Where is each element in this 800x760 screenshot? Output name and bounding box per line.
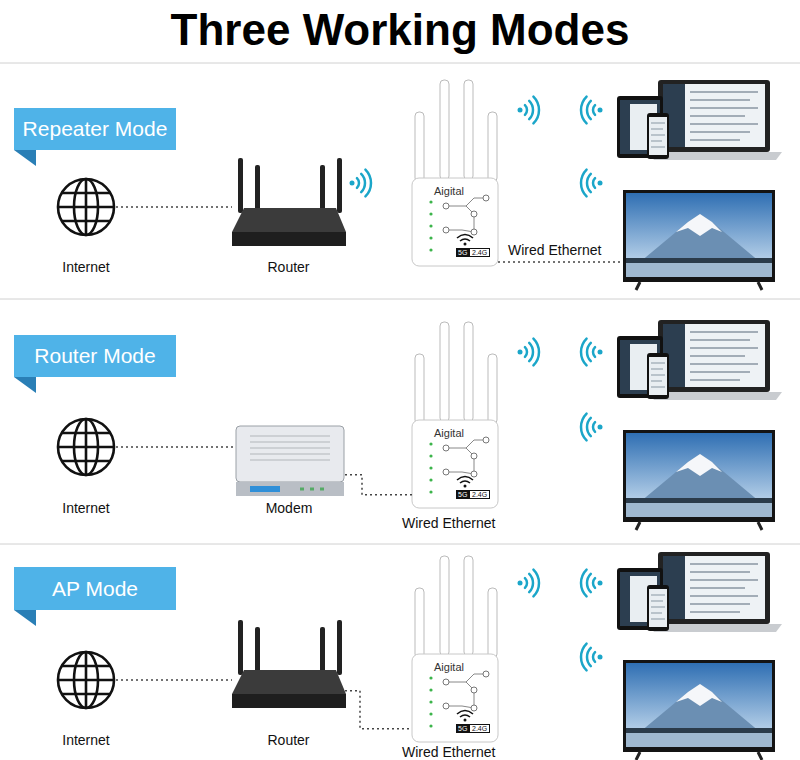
router-icon (232, 158, 346, 246)
connector-label: Wired Ethernet (402, 515, 495, 531)
wifi-signal (581, 170, 602, 197)
extender-device (412, 556, 498, 742)
mode-tag: Repeater Mode (14, 108, 176, 150)
node-label: Internet (62, 732, 109, 748)
extender-node: Aigital 5G2.4G (412, 420, 498, 508)
globe-icon (58, 652, 114, 708)
mode-tag: AP Mode (14, 567, 176, 610)
tv-screen (623, 190, 775, 290)
internet-node: Internet (56, 177, 116, 237)
tag-flap (14, 610, 36, 626)
tv-screen (623, 430, 775, 530)
internet-node: Internet (56, 650, 116, 710)
band-badge: 5G (456, 248, 469, 257)
ethernet-connector (345, 475, 412, 495)
node-label: Modem (266, 500, 313, 516)
band-separator (0, 63, 800, 544)
client-devices (617, 320, 782, 400)
wifi-signal (581, 570, 602, 597)
extender-node: Aigital 5G2.4G (412, 178, 498, 266)
extender-node: Aigital 5G2.4G (412, 654, 498, 742)
wifi-signal (581, 644, 602, 671)
modem-vents (250, 436, 330, 460)
band-badge: 2.4G (469, 724, 490, 733)
mode-name: Repeater Mode (23, 117, 168, 141)
ethernet-wire (498, 261, 621, 263)
modem-light (250, 486, 280, 492)
node-label: Internet (62, 500, 109, 516)
brand-name: Aigital (434, 427, 464, 440)
brand-name: Aigital (434, 661, 464, 674)
router-icon (232, 620, 346, 708)
modem-icon (236, 426, 344, 496)
wifi-signal (518, 97, 539, 124)
connection-label: Wired Ethernet (508, 242, 601, 258)
router-node: Router (232, 152, 345, 248)
wifi-signal (518, 570, 539, 597)
modem-leds (300, 488, 324, 491)
modem-node: Modem (233, 423, 345, 497)
band-badge: 2.4G (469, 490, 490, 499)
ethernet-connector (116, 446, 233, 448)
mode-tag: Router Mode (14, 335, 176, 377)
brand-name: Aigital (434, 185, 464, 198)
node-label: Router (267, 732, 309, 748)
ethernet-connector (345, 691, 412, 729)
globe-icon (58, 179, 114, 235)
ethernet-connector (116, 679, 232, 681)
connector-label: Wired Ethernet (402, 744, 495, 760)
wifi-signal (518, 339, 539, 366)
wifi-signal (581, 339, 602, 366)
internet-node: Internet (56, 417, 116, 477)
modem-front (236, 482, 344, 496)
tag-flap (14, 377, 36, 393)
mode-name: AP Mode (52, 577, 138, 601)
band-badge: 5G (456, 724, 469, 733)
modem-body (236, 426, 344, 482)
mode-name: Router Mode (34, 344, 155, 368)
router-node: Router (232, 614, 345, 710)
wifi-signal (350, 170, 371, 197)
diagram-title: Three Working Modes (0, 4, 800, 56)
client-devices (617, 80, 782, 160)
tv-screen (623, 660, 775, 760)
wifi-signal (581, 97, 602, 124)
tag-flap (14, 150, 36, 166)
extender-device (412, 322, 498, 508)
node-label: Internet (62, 259, 109, 275)
ethernet-connector (116, 206, 232, 208)
wifi-signal (581, 414, 602, 441)
band-badge: 5G (456, 490, 469, 499)
globe-icon (58, 419, 114, 475)
extender-device (412, 80, 498, 266)
node-label: Router (267, 259, 309, 275)
client-devices (617, 552, 782, 632)
band-badge: 2.4G (469, 248, 490, 257)
